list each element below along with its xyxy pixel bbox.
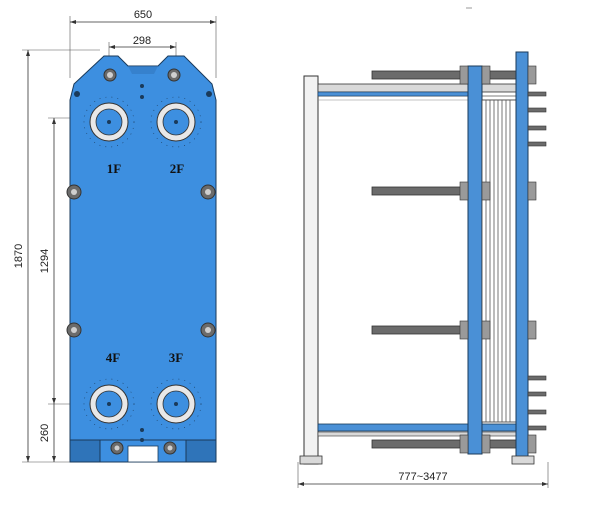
port-label-4f: 4F	[106, 350, 121, 365]
plate-bottom-foot-right	[185, 439, 217, 463]
dimension-label-bottom-offset: 260	[39, 424, 51, 442]
frame-end-plate	[515, 51, 529, 459]
port-label-2f: 2F	[170, 161, 185, 176]
plate-bottom-foot-left	[69, 439, 101, 463]
port-label-1f: 1F	[107, 161, 122, 176]
dimension-port-spacing-horizontal: 298	[108, 35, 177, 70]
dimension-label-total-height: 1870	[13, 244, 25, 268]
dimension-total-height: 1870	[13, 49, 100, 463]
fixed-frame-column	[303, 75, 319, 465]
tie-rod-top	[371, 70, 531, 80]
plate-top-notch	[128, 66, 158, 74]
plate-pack	[481, 99, 517, 423]
top-carrying-bar	[317, 83, 525, 93]
dimension-label-frame-length: 777~3477	[398, 471, 447, 483]
nozzle-bottom-1	[527, 375, 547, 381]
plate-bottom-slot	[127, 445, 159, 463]
nozzle-top-1	[527, 91, 547, 97]
port-1f: 1F	[83, 96, 135, 176]
nozzle-bottom-4	[527, 425, 547, 431]
nozzle-top-2	[527, 107, 547, 113]
dimension-bottom-offset: 260	[39, 404, 56, 462]
bottom-guide-bar	[317, 423, 525, 432]
nozzle-bottom-3	[527, 409, 547, 415]
fixed-frame-foot	[299, 455, 323, 465]
side-view: 777~3477	[297, 7, 549, 488]
port-3f: 3F	[150, 350, 202, 430]
frame-end-foot	[511, 455, 535, 465]
dimension-label-total-width: 650	[134, 9, 152, 21]
tie-rod-nuts	[459, 65, 537, 454]
port-label-3f: 3F	[169, 350, 184, 365]
nozzle-bottom-2	[527, 391, 547, 397]
front-view: 650 298 1870 1294	[13, 9, 217, 463]
nozzle-top-4	[527, 141, 547, 147]
port-4f: 4F	[83, 350, 135, 430]
dimension-total-width: 650	[69, 9, 217, 78]
tie-rod-bottom	[371, 439, 531, 449]
side-bolts	[66, 91, 216, 338]
dimension-label-port-spacing-vertical: 1294	[39, 249, 51, 273]
dimension-frame-length: 777~3477	[297, 462, 549, 488]
dimension-label-port-spacing-horizontal: 298	[133, 35, 151, 47]
pressure-plate	[467, 65, 483, 455]
nozzle-top-3	[527, 125, 547, 131]
port-2f: 2F	[150, 96, 202, 176]
